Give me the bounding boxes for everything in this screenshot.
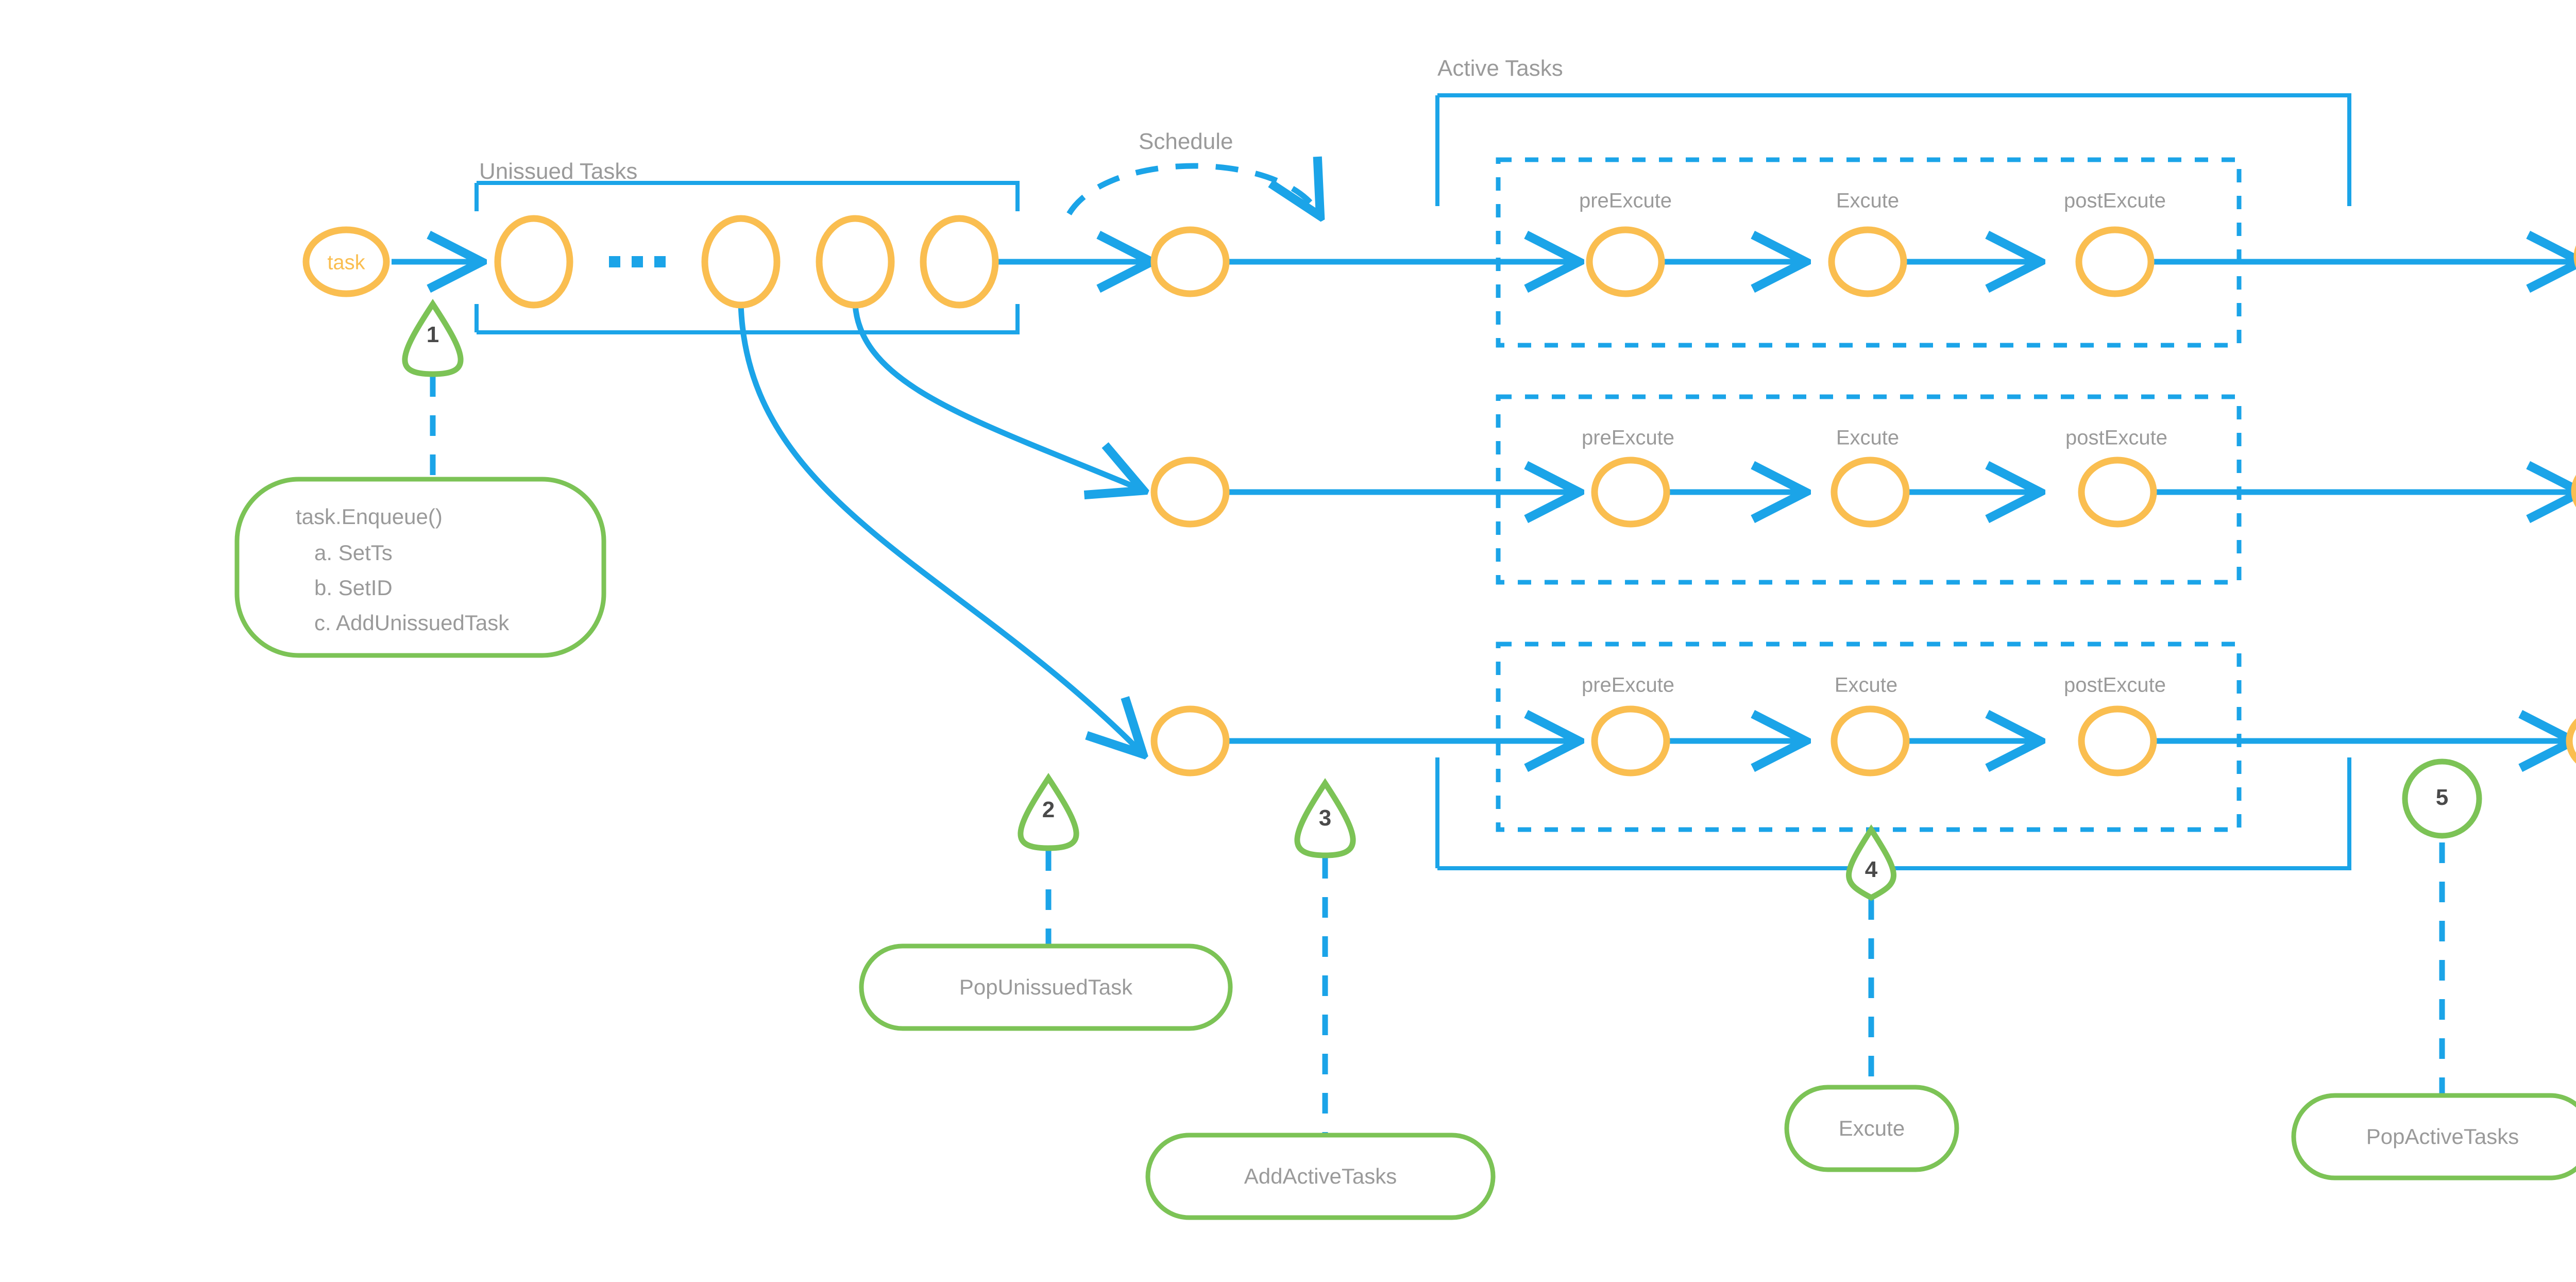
node-lane3-excute bbox=[1831, 705, 1910, 777]
node-lane1-excute bbox=[1828, 226, 1907, 297]
marker-number-1: 1 bbox=[426, 322, 439, 347]
callout-1-item-c: c. AddUnissuedTask bbox=[314, 611, 510, 635]
node-sched-lane-1 bbox=[1150, 226, 1230, 297]
node-lane2-exit bbox=[2571, 475, 2576, 508]
schedule-dashed-arrow bbox=[1066, 166, 1319, 214]
marker-1-teardrop bbox=[402, 299, 464, 377]
node-queue-3 bbox=[816, 215, 895, 309]
unissued-tasks-bracket bbox=[474, 181, 1020, 334]
stage-label-lane3-excute: Excute bbox=[1834, 673, 1898, 697]
node-queue-1 bbox=[494, 215, 573, 309]
marker-2-teardrop bbox=[1018, 773, 1079, 851]
callout-1-box bbox=[234, 477, 606, 658]
marker-number-5: 5 bbox=[2435, 785, 2449, 810]
callout-4-label: Excute bbox=[1838, 1116, 1905, 1140]
node-lane3-exit bbox=[2566, 718, 2576, 764]
group-label-unissued-tasks: Unissued Tasks bbox=[479, 159, 638, 184]
stage-label-lane2-excute: Excute bbox=[1836, 426, 1900, 449]
node-sched-lane-2 bbox=[1150, 457, 1230, 528]
marker-3-teardrop bbox=[1294, 778, 1356, 858]
node-label-task: task bbox=[327, 251, 365, 274]
step-markers[interactable] bbox=[402, 299, 2482, 901]
node-lane2-excute bbox=[1831, 457, 1910, 528]
callout-shapes[interactable] bbox=[234, 477, 2576, 1220]
stage-label-lane1-postexcute: postExcute bbox=[2064, 189, 2166, 212]
callout-5-label: PopActiveTasks bbox=[2366, 1124, 2519, 1149]
node-task-entry bbox=[302, 226, 390, 297]
node-lane3-postexcute bbox=[2078, 705, 2157, 777]
node-lane2-preexcute bbox=[1591, 457, 1670, 528]
callout-4-pill bbox=[1784, 1085, 1959, 1172]
queue-ellipsis-dots bbox=[609, 256, 666, 267]
callout-1-heading: task.Enqueue() bbox=[296, 504, 443, 529]
node-lane2-postexcute bbox=[2078, 457, 2157, 528]
callout-2-pill bbox=[859, 943, 1233, 1031]
stage-label-lane3-preexcute: preExcute bbox=[1581, 673, 1675, 697]
node-lane3-preexcute bbox=[1591, 705, 1670, 777]
marker-5-circle bbox=[2402, 758, 2482, 839]
flow-edges bbox=[392, 262, 2576, 752]
stage-label-lane2-preexcute: preExcute bbox=[1581, 426, 1675, 449]
node-lane1-postexcute bbox=[2075, 226, 2155, 297]
marker-number-2: 2 bbox=[1042, 797, 1055, 822]
callout-3-pill bbox=[1145, 1133, 1496, 1220]
stage-label-lane2-postexcute: postExcute bbox=[2065, 426, 2167, 449]
node-lane1-preexcute bbox=[1586, 226, 1665, 297]
callout-1-item-a: a. SetTs bbox=[314, 541, 393, 565]
stage-label-lane1-excute: Excute bbox=[1836, 189, 1900, 212]
node-queue-2 bbox=[701, 215, 781, 309]
marker-leaders bbox=[430, 376, 2445, 1136]
marker-number-4: 4 bbox=[1865, 857, 1878, 882]
task-nodes bbox=[302, 215, 2576, 777]
stage-label-lane3-postexcute: postExcute bbox=[2064, 673, 2166, 697]
callout-3-label: AddActiveTasks bbox=[1244, 1163, 1397, 1188]
node-sched-lane-3 bbox=[1150, 705, 1230, 777]
callout-1-item-b: b. SetID bbox=[314, 576, 393, 600]
group-label-active-tasks: Active Tasks bbox=[1437, 56, 1563, 81]
node-queue-4 bbox=[920, 215, 999, 309]
callout-2-label: PopUnissuedTask bbox=[959, 974, 1133, 999]
callout-5-pill bbox=[2291, 1093, 2576, 1180]
active-tasks-bracket bbox=[1435, 93, 2351, 870]
stage-label-lane1-preexcute: preExcute bbox=[1579, 189, 1672, 212]
marker-4-leaf bbox=[1846, 824, 1896, 901]
group-label-schedule: Schedule bbox=[1139, 129, 1233, 154]
marker-number-3: 3 bbox=[1318, 805, 1332, 831]
